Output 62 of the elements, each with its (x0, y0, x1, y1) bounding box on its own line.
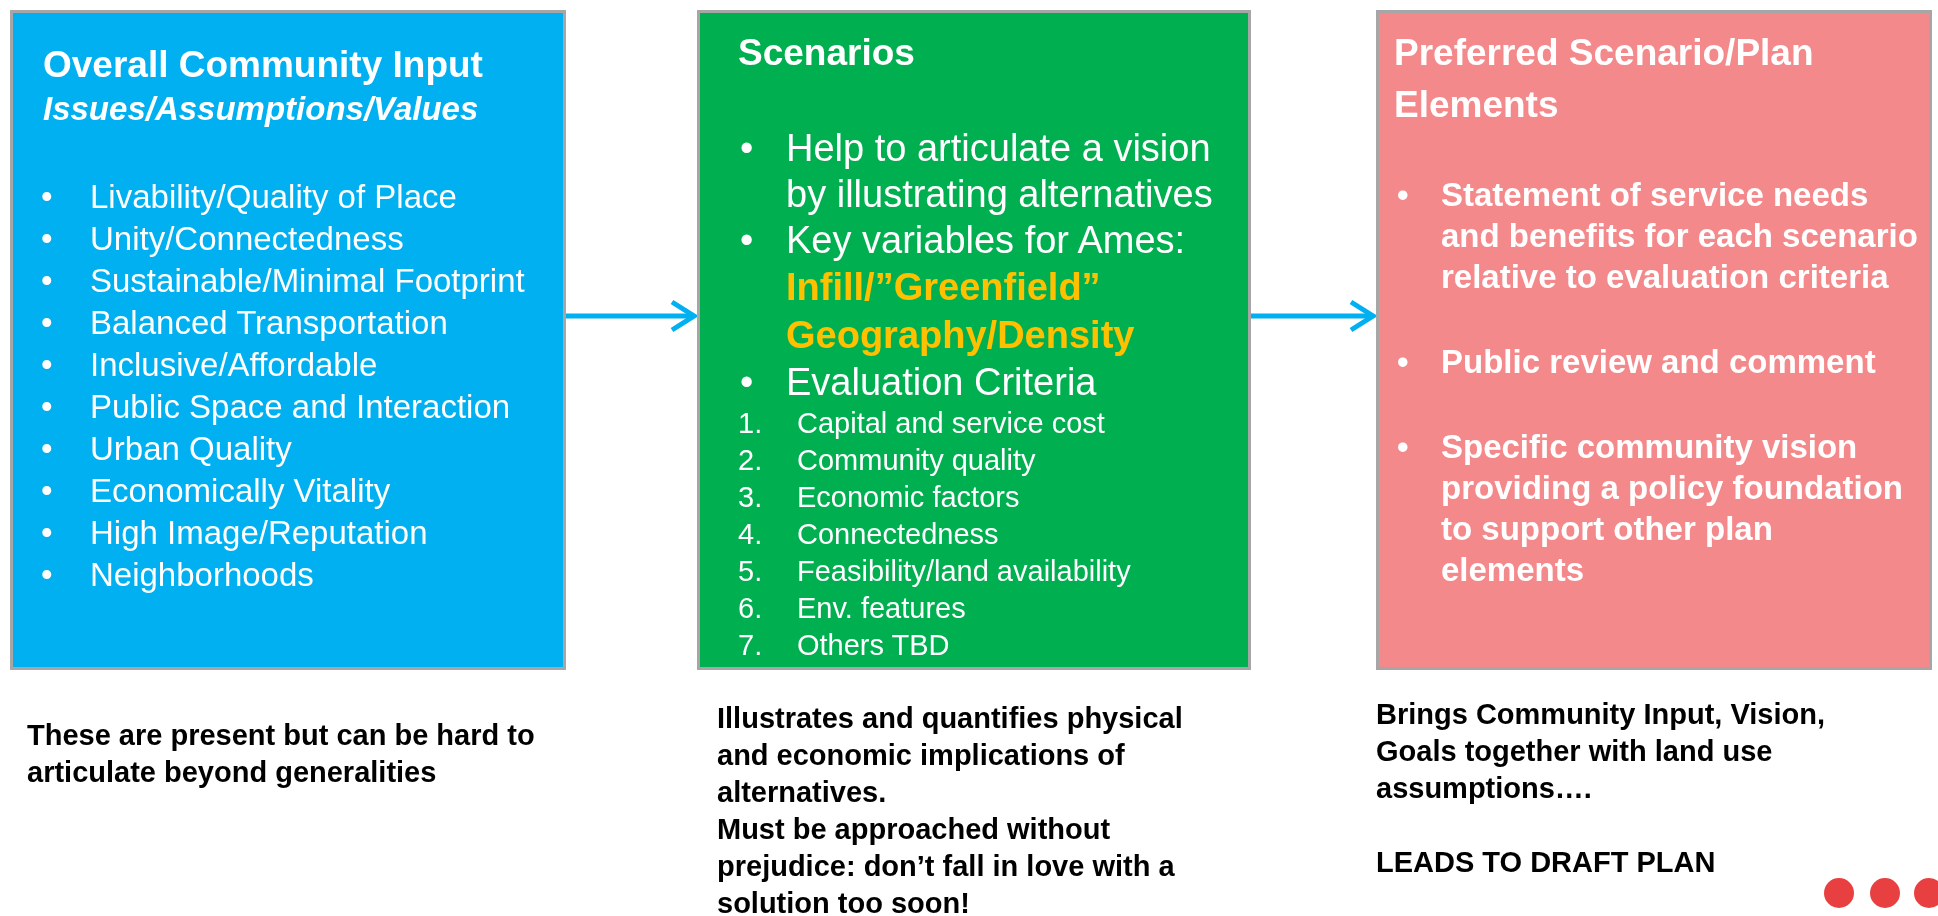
list-number: 5. (738, 555, 763, 587)
caption-text: LEADS TO DRAFT PLAN (1376, 845, 1717, 880)
list-item-text: Others TBD (797, 628, 951, 663)
caption-text: Must be approached without prejudice: don’t fall in love with a solution too soon! (717, 812, 1176, 916)
list-item-text: Specific community vision providing a policy foundation to support other plan elements (1441, 427, 1904, 590)
arrow (566, 299, 697, 333)
box-heading: Preferred Scenario/Plan Elements (1394, 31, 1815, 127)
list-number: 2. (738, 444, 763, 476)
list-item-text: Neighborhoods (90, 555, 315, 595)
list-item-text: Community quality (797, 443, 1037, 478)
list-item-text: Balanced Transportation (90, 303, 449, 343)
list-item-text: High Image/Reputation (90, 513, 429, 553)
content-box (10, 10, 566, 670)
list-item-text: Evaluation Criteria (786, 360, 1098, 405)
content-box (1376, 10, 1932, 670)
bullet-marker: • (740, 361, 754, 403)
list-item-text: Sustainable/Minimal Footprint (90, 261, 526, 301)
list-item-text: Urban Quality (90, 429, 293, 469)
list-item-text: Help to articulate a vision by illustrating alternatives (786, 126, 1214, 217)
caption-text: Brings Community Input, Vision, Goals together with land use assumptions…. (1376, 697, 1826, 806)
bullet-marker: • (41, 220, 53, 257)
list-item-text: Inclusive/Affordable (90, 345, 379, 385)
list-item-text: Unity/Connectedness (90, 219, 405, 259)
bullet-marker: • (41, 388, 53, 425)
bullet-marker: • (41, 346, 53, 383)
highlighted-text: Geography/Density (786, 313, 1136, 358)
list-item-text: Capital and service cost (797, 406, 1106, 441)
list-number: 6. (738, 592, 763, 624)
bullet-marker: • (41, 304, 53, 341)
list-number: 4. (738, 518, 763, 550)
list-item-text: Economic factors (797, 480, 1021, 515)
box-subheading: Issues/Assumptions/Values (43, 89, 480, 129)
bullet-marker: • (41, 178, 53, 215)
bullet-marker: • (1397, 428, 1409, 465)
list-number: 3. (738, 481, 763, 513)
bullet-marker: • (1397, 176, 1409, 213)
bullet-marker: • (41, 430, 53, 467)
box-heading: Scenarios (738, 31, 916, 75)
list-item-text: Key variables for Ames: (786, 218, 1187, 263)
highlighted-text: Infill/”Greenfield” (786, 265, 1102, 310)
list-item-text: Env. features (797, 591, 967, 626)
list-item-text: Public review and comment (1441, 342, 1877, 382)
box-heading: Overall Community Input (43, 43, 484, 87)
caption-text: These are present but can be hard to articulate beyond generalities (27, 718, 536, 790)
bullet-marker: • (41, 556, 53, 593)
bullet-marker: • (41, 514, 53, 551)
bullet-marker: • (740, 219, 754, 261)
list-number: 7. (738, 629, 763, 661)
caption-text: Illustrates and quantifies physical and economic implications of alternatives. (717, 701, 1184, 810)
list-item-text: Feasibility/land availability (797, 554, 1132, 589)
list-item-text: Connectedness (797, 517, 1000, 552)
bullet-marker: • (740, 127, 754, 169)
content-box (697, 10, 1251, 670)
bullet-marker: • (1397, 343, 1409, 380)
list-item-text: Public Space and Interaction (90, 387, 512, 427)
list-item-text: Livability/Quality of Place (90, 177, 458, 217)
bullet-marker: • (41, 262, 53, 299)
list-item-text: Economically Vitality (90, 471, 392, 511)
bullet-marker: • (41, 472, 53, 509)
list-item-text: Statement of service needs and benefits for each scenario relative to evaluation criteria (1441, 175, 1919, 297)
arrow (1251, 299, 1376, 333)
list-number: 1. (738, 407, 763, 439)
